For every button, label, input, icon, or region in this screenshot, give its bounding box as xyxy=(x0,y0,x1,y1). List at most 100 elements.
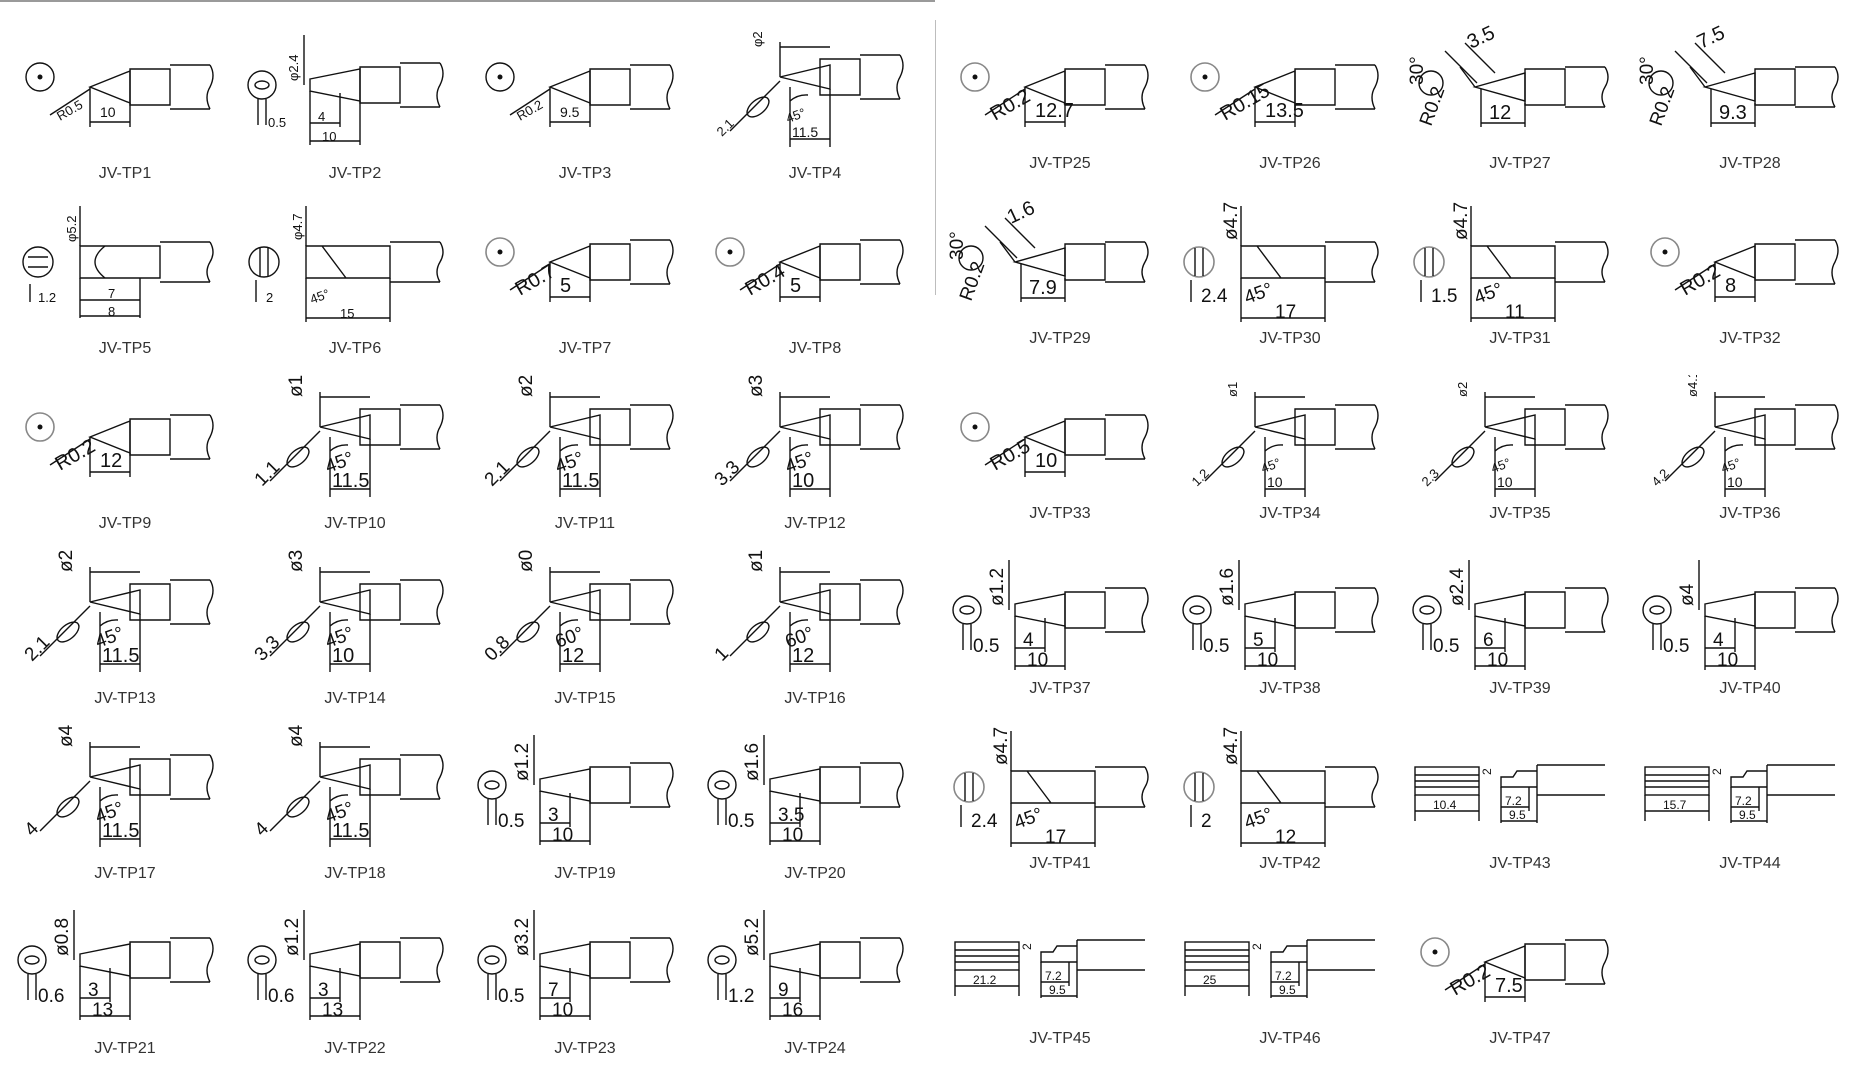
length-label: 12 xyxy=(792,645,814,667)
length-label: 9.5 xyxy=(1279,983,1296,997)
diameter-label: ø3.2 xyxy=(512,918,533,956)
length-label: 11 xyxy=(1505,302,1525,323)
thickness-label: 2.4 xyxy=(1201,286,1228,307)
slot-label: 0.5 xyxy=(728,811,754,832)
length-label: 9.3 xyxy=(1719,102,1747,124)
tip-model-label: JV-TP10 xyxy=(324,515,386,532)
diameter-label: ø1.2 xyxy=(282,918,303,956)
diameter-label: ø5.2 xyxy=(742,918,763,956)
angle-label: 45° xyxy=(1489,455,1513,476)
radius-label: R0.2 xyxy=(987,85,1035,125)
width-label: 3.3 xyxy=(711,457,745,491)
tip-model-label: JV-TP28 xyxy=(1719,155,1781,172)
length-label: 10 xyxy=(332,645,354,667)
blade-height-label: 2 xyxy=(1480,768,1494,775)
tip-model-label: JV-TP32 xyxy=(1719,330,1781,347)
angle-label: 30° xyxy=(1407,56,1428,85)
angle-label: 45° xyxy=(1719,455,1743,476)
tip-model-label: JV-TP26 xyxy=(1259,155,1321,172)
length-label: 10 xyxy=(1727,474,1743,490)
tip-drawing: 0.5ø1.63.510 xyxy=(707,735,904,846)
length-label: 12 xyxy=(1489,102,1511,124)
offset-label: 7.2 xyxy=(1045,969,1062,983)
slot-label: 0.5 xyxy=(498,811,524,832)
radius-label: R0.2 xyxy=(52,435,100,475)
angle-label: 45° xyxy=(1259,455,1283,476)
radius-label: R0.2 xyxy=(514,97,545,124)
length-label: 10 xyxy=(1497,474,1513,490)
length-label: 12.7 xyxy=(1035,100,1074,122)
tip-model-label: JV-TP44 xyxy=(1719,855,1781,872)
tip-model-label: JV-TP31 xyxy=(1489,330,1551,347)
diameter-label: ø3 xyxy=(746,375,767,397)
tip-drawing: 21.227.29.5 xyxy=(954,939,1145,998)
tip-model-label: JV-TP15 xyxy=(554,690,616,707)
angle-label: 30° xyxy=(947,231,968,260)
length-label: 11.5 xyxy=(792,124,818,140)
length-label: 9.5 xyxy=(1739,808,1756,822)
end-view-circle xyxy=(25,412,55,442)
blade-width-label: 25 xyxy=(1203,973,1217,987)
tip-model-label: JV-TP34 xyxy=(1259,505,1321,522)
tip-model-label: JV-TP11 xyxy=(554,515,616,532)
diameter-label: ø2 xyxy=(56,550,77,572)
diameter-label: φ5.2 xyxy=(64,215,79,242)
diameter-label: ø4.7 xyxy=(1451,202,1472,240)
tip-model-label: JV-TP29 xyxy=(1029,330,1091,347)
tip-model-label: JV-TP6 xyxy=(328,340,382,357)
slot-label: 0.6 xyxy=(38,986,64,1007)
tip-model-label: JV-TP25 xyxy=(1029,155,1091,172)
diameter-label: ø0.8 xyxy=(516,550,537,572)
tip-model-label: JV-TP43 xyxy=(1489,855,1551,872)
tip-drawing: ø22.345°10 xyxy=(1419,382,1609,497)
length-label: 10 xyxy=(1267,474,1283,490)
tip-model-label: JV-TP30 xyxy=(1259,330,1321,347)
offset-label: 3.5 xyxy=(1464,25,1499,54)
radius-label: R0.4 xyxy=(742,260,790,300)
diameter-label: ø4.7 xyxy=(1221,727,1242,765)
tip-model-label: JV-TP20 xyxy=(784,865,846,882)
diameter-label: ø1 xyxy=(286,375,307,397)
top-border-line xyxy=(0,0,935,2)
diameter-label: ø1.2 xyxy=(512,743,533,781)
angle-label: 45° xyxy=(1012,804,1046,834)
tip-length-label: 4 xyxy=(1023,630,1034,651)
length-label: 11.5 xyxy=(332,820,369,842)
radius-label: R0.5 xyxy=(987,435,1035,475)
tip-model-label: JV-TP17 xyxy=(94,865,156,882)
width-label: 2.1 xyxy=(481,457,515,491)
blade-width-label: 15.7 xyxy=(1663,798,1687,812)
end-view-circle xyxy=(715,237,745,267)
tip-model-label: JV-TP36 xyxy=(1719,505,1781,522)
blade-width-label: 10.4 xyxy=(1433,798,1457,812)
tip-length-label: 3 xyxy=(88,980,99,1001)
length-label: 10 xyxy=(1257,650,1278,671)
angle-label: 45° xyxy=(1242,804,1276,834)
end-view-circle xyxy=(960,62,990,92)
